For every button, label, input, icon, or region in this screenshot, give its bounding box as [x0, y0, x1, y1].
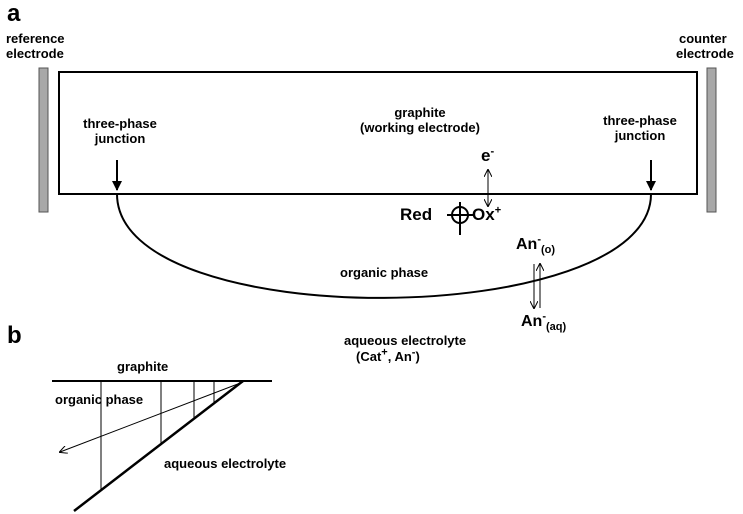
reference-electrode [38, 67, 49, 213]
counter-electrode [706, 67, 717, 213]
tpj-right-label: three-phase junction [603, 113, 677, 143]
b-interface-line [73, 380, 244, 512]
b-diffusion-arrow [60, 381, 244, 452]
b-graphite-label: graphite [117, 359, 169, 374]
panel-a-label: a [7, 0, 21, 27]
aqueous-ions-label: (Cat+, An-) [356, 346, 420, 364]
redox-symbol [447, 202, 473, 235]
b-organic-phase-label: organic phase [55, 392, 144, 407]
anion-aqueous-label: An-(aq) [521, 310, 567, 334]
tpj-left-label: three-phase junction [83, 116, 157, 146]
b-aqueous-electrolyte-label: aqueous electrolyte [164, 456, 287, 471]
organic-phase-label: organic phase [340, 265, 429, 280]
graphite-label: graphite (working electrode) [360, 105, 480, 135]
panel-b-label: b [7, 322, 22, 349]
reference-electrode-label: reference electrode [6, 31, 65, 61]
red-label: Red [400, 205, 433, 224]
electron-label: e- [481, 145, 495, 165]
ox-label: Ox+ [472, 204, 502, 224]
aqueous-electrolyte-label: aqueous electrolyte [344, 333, 467, 348]
counter-electrode-label: counter electrode [676, 31, 734, 61]
anion-organic-label: An-(o) [516, 233, 556, 257]
organic-phase-droplet [116, 193, 652, 299]
graphite-electrode [58, 71, 698, 195]
